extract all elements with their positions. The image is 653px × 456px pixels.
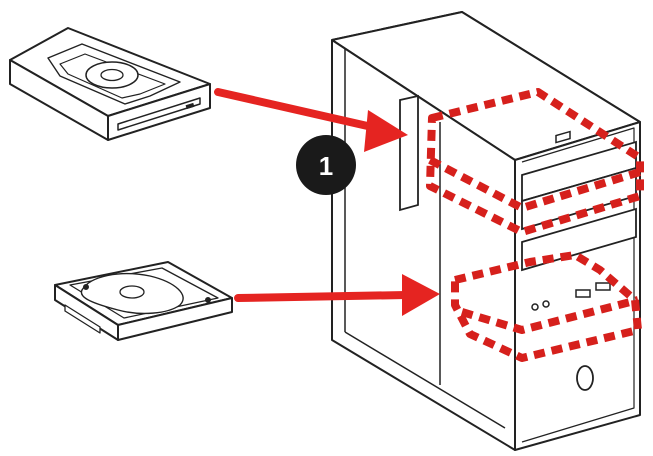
step-number-label: 1 (319, 151, 333, 181)
front-ports (531, 130, 611, 311)
power-button (576, 365, 594, 391)
drive-cage-bracket (399, 94, 419, 212)
upper-drive-bay (426, 88, 644, 236)
arrow-hard-disk (234, 274, 440, 316)
hard-disk-icon (54, 261, 233, 341)
arrow-optical-drive (214, 88, 408, 152)
optical-drive-icon (9, 27, 211, 141)
step-number-badge: 1 (296, 135, 356, 195)
computer-tower-case (331, 11, 641, 451)
lower-drive-bay (451, 251, 642, 362)
